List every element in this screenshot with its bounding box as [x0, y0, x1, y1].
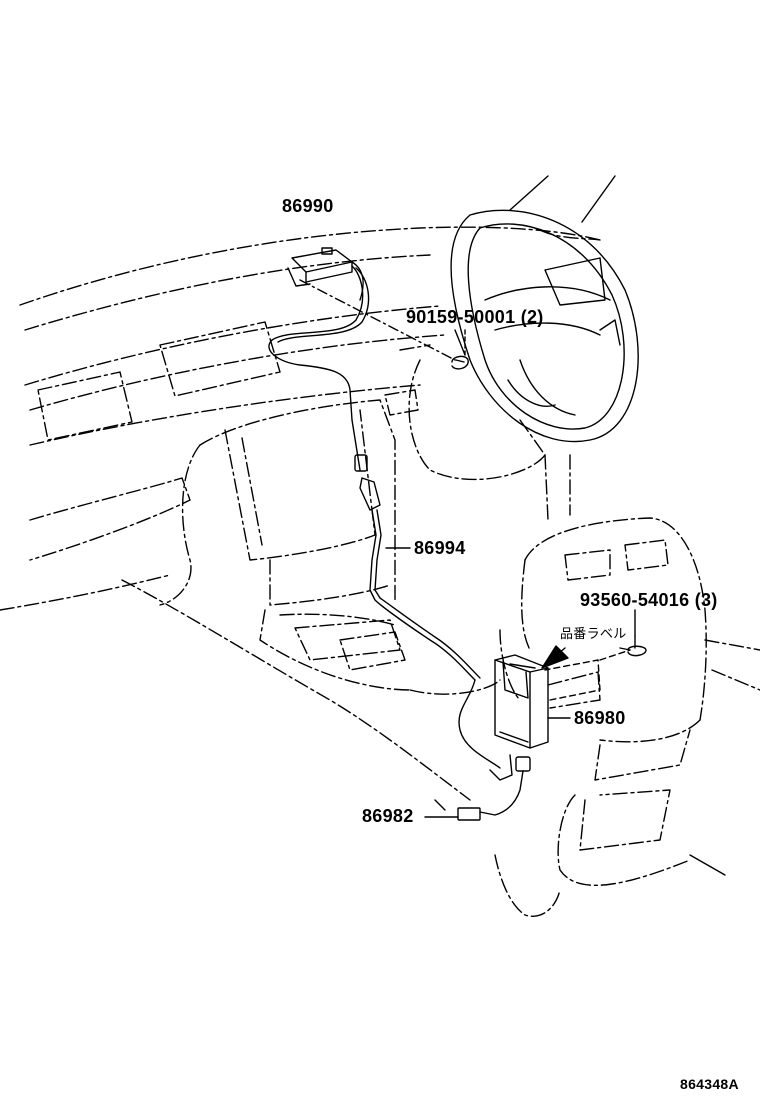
center-console — [0, 400, 500, 800]
right-console — [495, 518, 760, 916]
mounting-dashline-90159 — [300, 280, 455, 360]
part-label-86994: 86994 — [414, 538, 466, 558]
part-label-86980: 86980 — [574, 708, 626, 728]
part-label-86990: 86990 — [282, 196, 334, 216]
steering-wheel — [451, 210, 638, 441]
part-86990-module — [288, 248, 363, 300]
part-label-90159-50001: 90159-50001 (2) — [406, 307, 544, 327]
part-label-93560-54016: 93560-54016 (3) — [580, 590, 718, 610]
part-number-label-note: 品番ラベル — [560, 626, 627, 641]
unit-wire — [490, 755, 512, 780]
left-vent — [30, 322, 280, 560]
mount-dashbox — [545, 660, 600, 700]
screw-93560 — [620, 636, 646, 656]
part-86982-connector — [458, 757, 530, 820]
figure-code: 864348A — [680, 1076, 739, 1092]
part-86980-unit — [495, 655, 548, 748]
part-86994-harness — [269, 266, 500, 768]
steering-column — [385, 230, 600, 520]
part-label-86982: 86982 — [362, 806, 414, 826]
bolt-90159 — [452, 330, 468, 369]
arrow-label-indicator — [542, 646, 568, 668]
